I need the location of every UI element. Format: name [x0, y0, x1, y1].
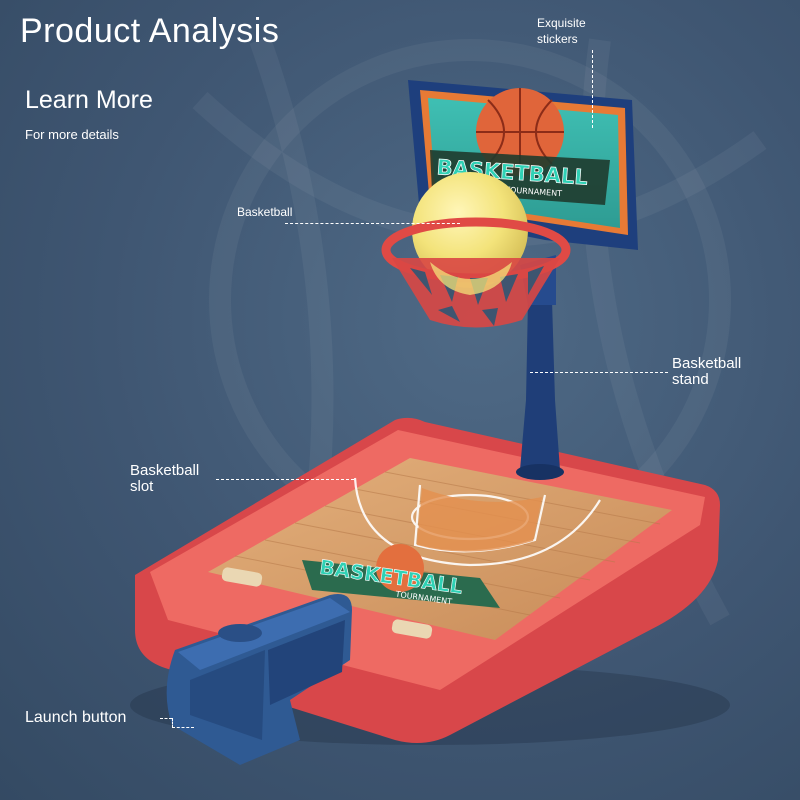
- leader-line-launch-v: [172, 718, 173, 728]
- leader-line-basketball: [285, 223, 460, 224]
- leader-line-stickers: [592, 50, 593, 128]
- page-title: Product Analysis: [20, 12, 280, 50]
- details-subheading: For more details: [25, 127, 119, 142]
- callout-stand: Basketball stand: [672, 355, 742, 388]
- court-logo-ball: [376, 544, 424, 592]
- launch-cup: [218, 624, 262, 642]
- callout-stickers: Exquisite stickers: [537, 16, 586, 46]
- callout-launch-button: Launch button: [25, 709, 127, 726]
- leader-line-stand: [530, 372, 668, 373]
- callout-slot: Basketball slot: [130, 462, 200, 495]
- backboard-logo-subword: TOURNAMENT: [504, 185, 562, 198]
- learn-more-heading: Learn More: [25, 86, 153, 114]
- stand-pole: [520, 300, 560, 470]
- leader-line-launch-h2: [172, 727, 194, 728]
- leader-line-launch-h: [160, 718, 172, 719]
- callout-basketball: Basketball: [237, 205, 293, 219]
- leader-line-slot: [216, 479, 354, 480]
